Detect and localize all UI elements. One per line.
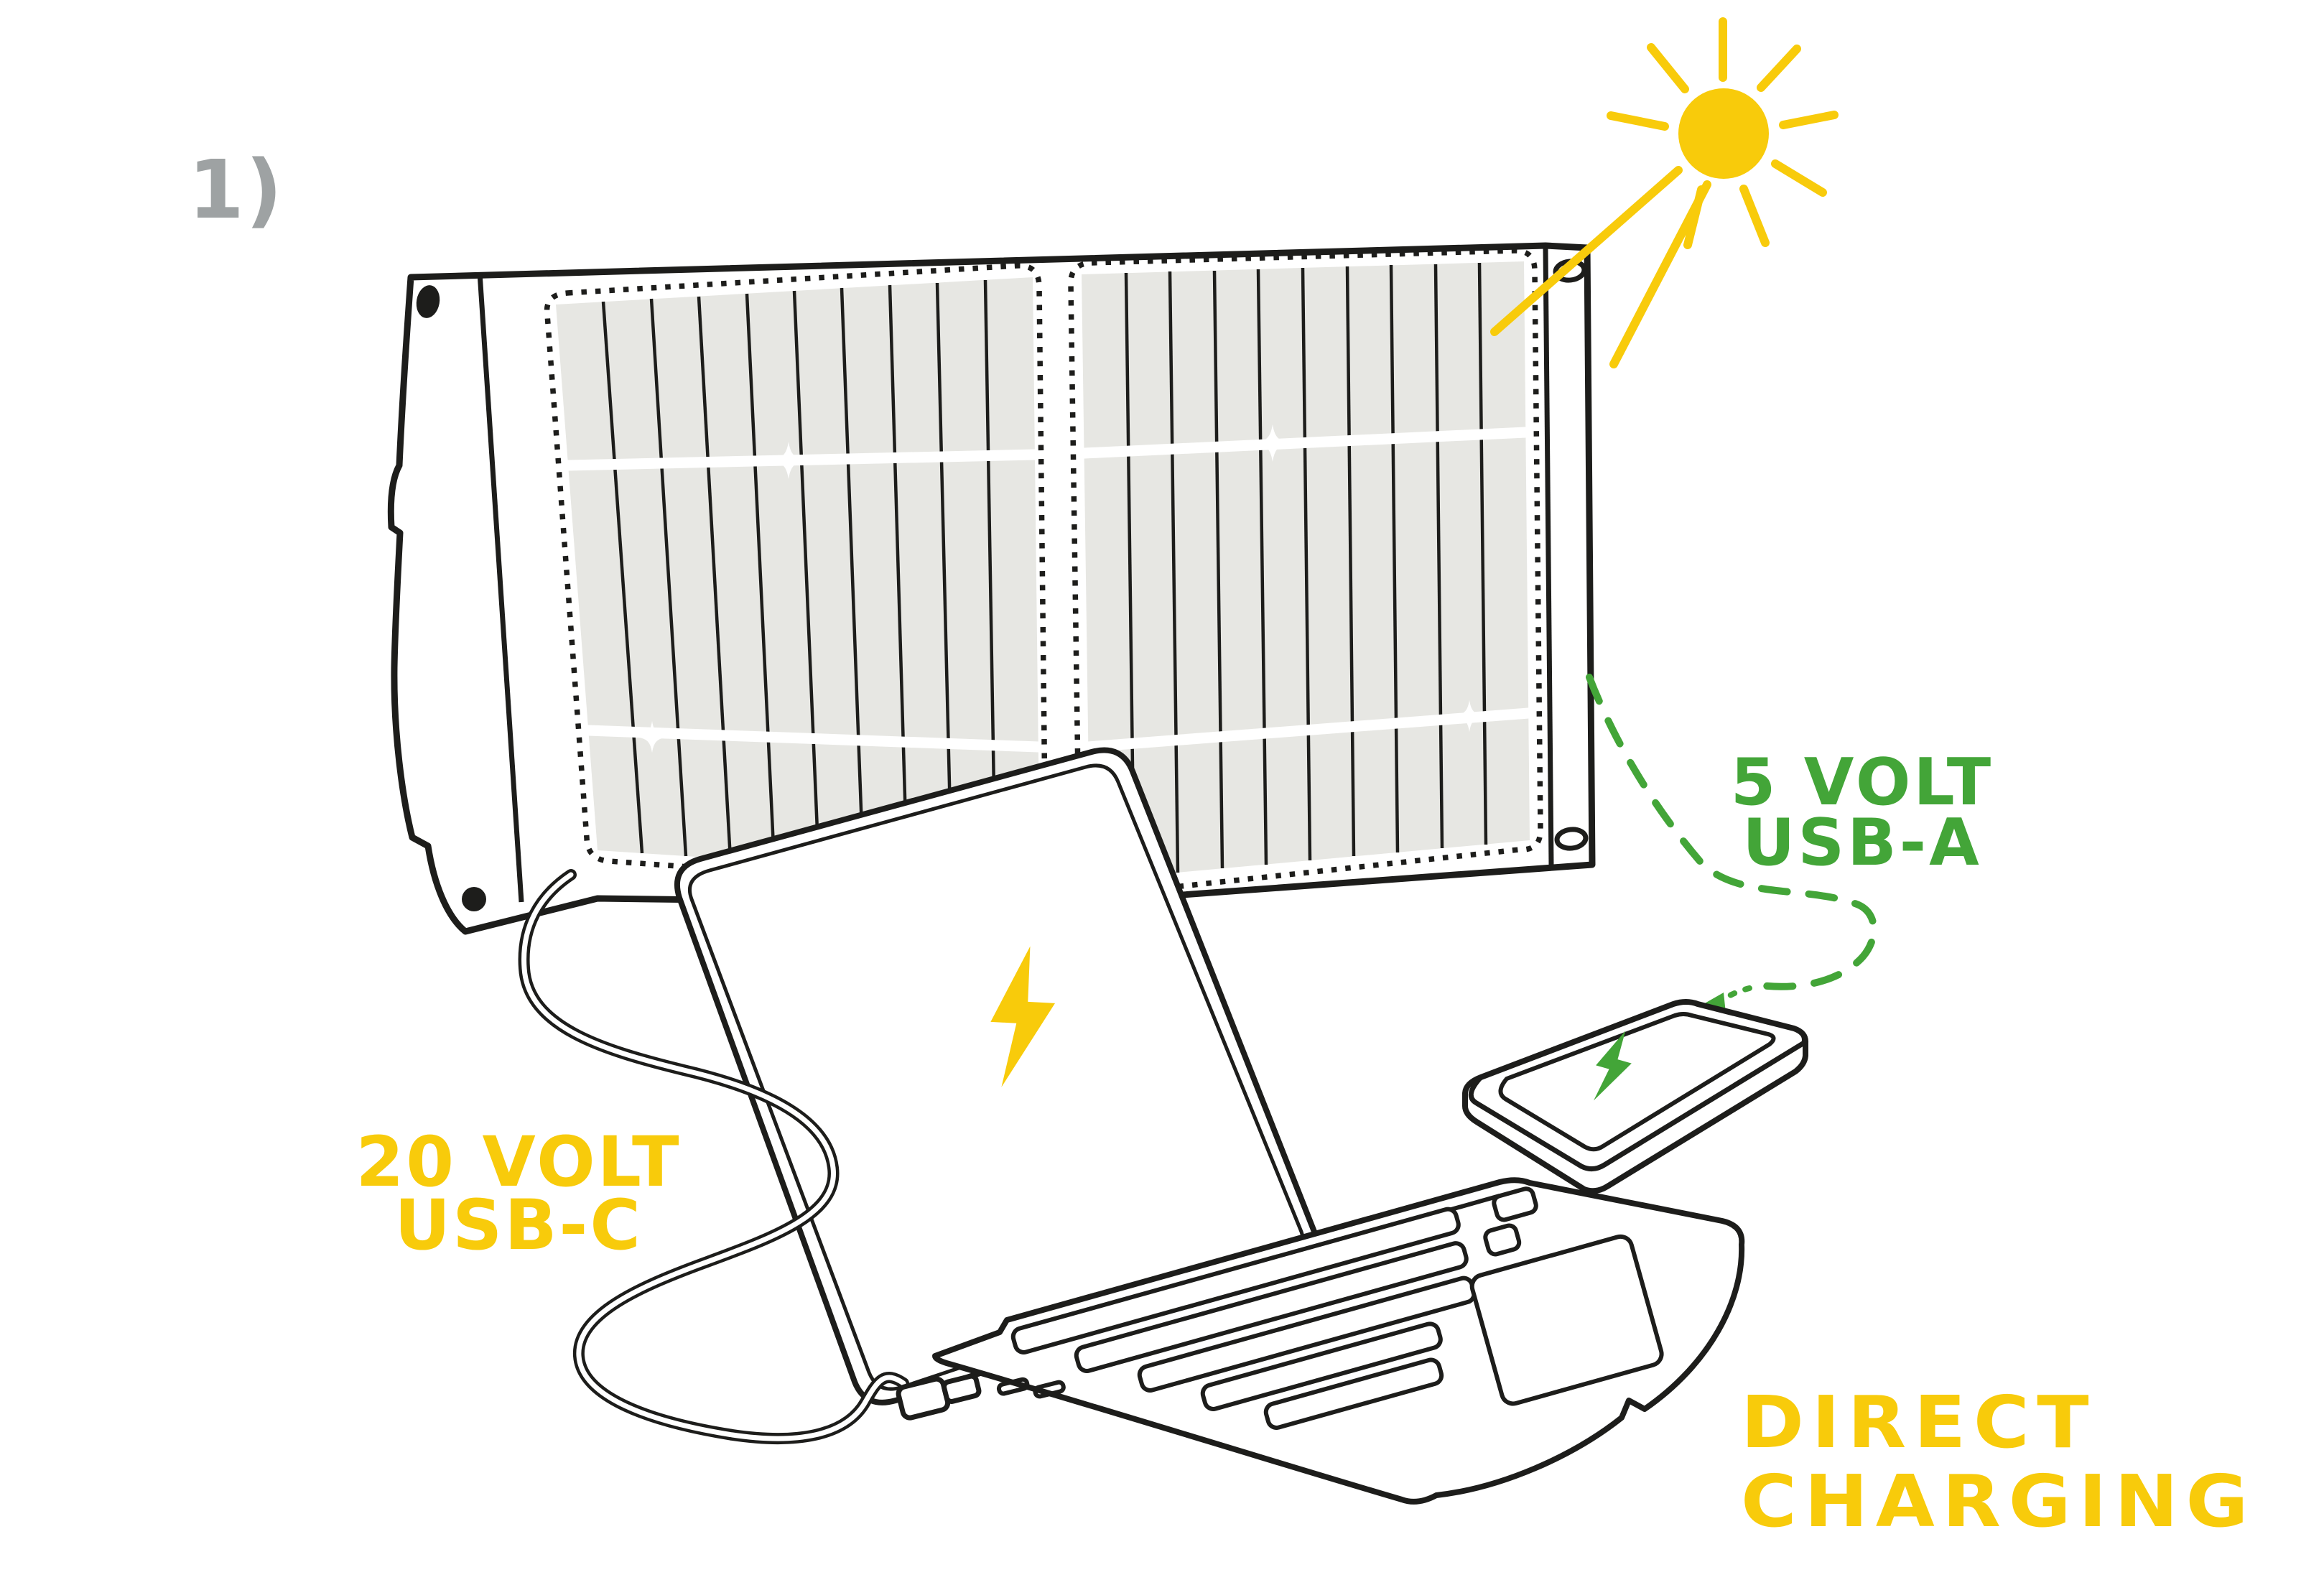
direct-charging-line1: DIRECT: [1741, 1380, 2097, 1464]
sparkle-icon: [636, 424, 1486, 753]
trackpad: [1469, 1234, 1664, 1406]
sun-icon: [1490, 17, 1839, 368]
lightning-bolt-icon: [1594, 1031, 1632, 1101]
direct-charging-title: DIRECT CHARGING: [1741, 1383, 2256, 1541]
usb-c-voltage-line1: 20 VOLT: [355, 1122, 682, 1202]
laptop-base: [932, 1177, 1745, 1505]
solar-cells-right-half: [1068, 248, 1543, 898]
sun-ray-to-panel: [1490, 166, 1683, 336]
laptop: [674, 747, 1745, 1505]
laptop-lid: [674, 747, 1321, 1405]
grommet-hole-icon: [416, 285, 440, 318]
usb-c-plug: [896, 1373, 982, 1421]
usb-a-voltage-line1: 5 VOLT: [1730, 745, 1994, 820]
grommet-hole-icon: [462, 887, 486, 911]
panel-fold-line-left: [477, 272, 524, 903]
keyboard-rows: [1010, 1186, 1538, 1430]
grommet-hole-icon: [1554, 827, 1589, 851]
usb-a-voltage-label: 5 VOLT USB-A: [1693, 745, 2031, 880]
usb-c-voltage-line2: USB-C: [394, 1185, 643, 1265]
usb-port-slots: [996, 1377, 1066, 1399]
direct-charging-line2: CHARGING: [1741, 1459, 2256, 1543]
usb-c-cable: [518, 869, 982, 1445]
solar-panel: [387, 242, 1596, 935]
lightning-bolt-icon: [990, 946, 1056, 1087]
usb-a-voltage-line2: USB-A: [1742, 805, 1982, 880]
panel-fold-line-right: [1543, 246, 1554, 865]
usb-c-voltage-label: 20 VOLT USB-C: [332, 1122, 705, 1265]
sun-ray-to-panel: [1609, 180, 1711, 368]
step-number-label: 1): [188, 144, 284, 237]
phone-device: [1462, 999, 1809, 1194]
